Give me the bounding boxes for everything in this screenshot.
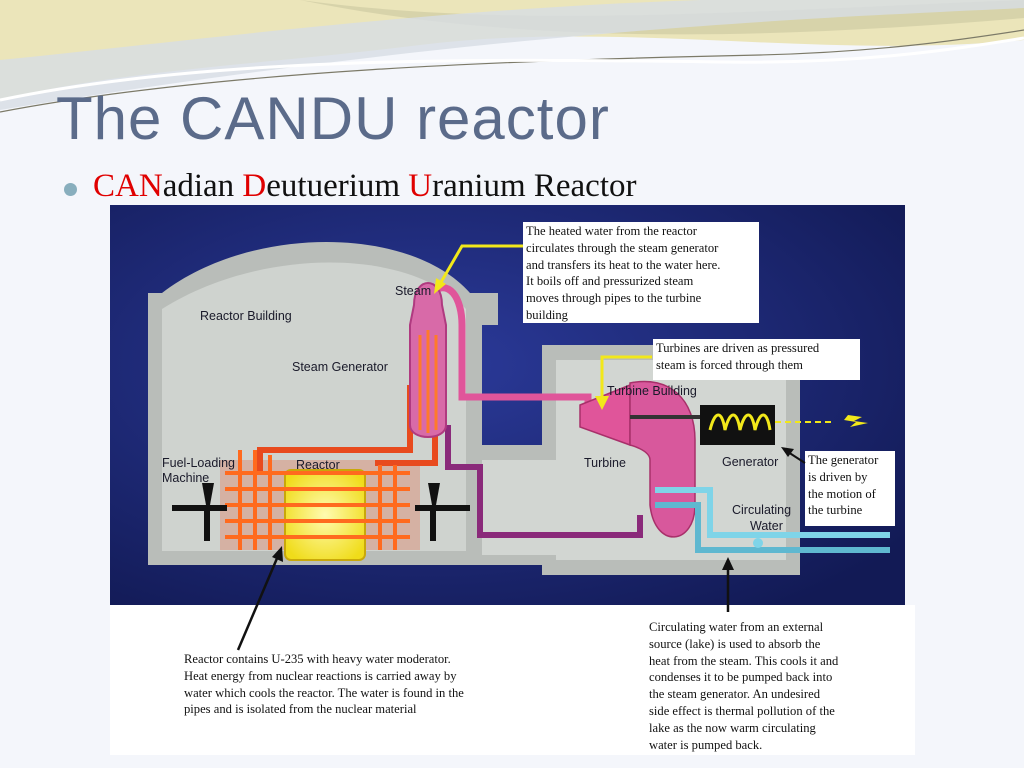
water-pump bbox=[753, 538, 763, 548]
steam-generator-tubes bbox=[418, 330, 438, 433]
candu-reactor-diagram: Reactor Building Steam Steam Generator T… bbox=[110, 205, 905, 605]
fuel-bundle bbox=[284, 469, 366, 561]
fuel-loading-machine-right bbox=[415, 483, 470, 541]
acronym-part: ranium Reactor bbox=[432, 168, 637, 204]
label-steam: Steam bbox=[395, 284, 431, 298]
acronym-part: CAN bbox=[93, 168, 163, 204]
label-machine: Machine bbox=[162, 471, 209, 485]
circulating-water-pipe bbox=[655, 487, 890, 538]
connector-interior bbox=[482, 460, 556, 555]
label-reactor: Reactor bbox=[296, 458, 340, 472]
reactor-note: Reactor contains U-235 with heavy water … bbox=[184, 652, 464, 717]
label-turbine-building: Turbine Building bbox=[607, 384, 697, 398]
label-circulating: Circulating bbox=[732, 503, 791, 517]
label-generator: Generator bbox=[722, 455, 778, 469]
label-turbine: Turbine bbox=[584, 456, 626, 470]
return-pipe bbox=[445, 425, 643, 538]
fuel-loading-machine-left bbox=[172, 483, 227, 541]
steam-generator-note: The heated water from the reactor circul… bbox=[523, 222, 759, 323]
acronym-part: adian bbox=[162, 168, 243, 204]
label-steam-generator: Steam Generator bbox=[292, 360, 388, 374]
acronym-part: eutuerium bbox=[266, 168, 409, 204]
label-water: Water bbox=[750, 519, 783, 533]
condenser bbox=[629, 380, 696, 538]
circulating-water-pipe-2 bbox=[655, 502, 890, 553]
header-swoosh-decoration bbox=[0, 0, 1024, 113]
bullet-dot-icon bbox=[64, 183, 77, 196]
circulating-water-note: Circulating water from an external sourc… bbox=[649, 620, 839, 752]
generator-coil bbox=[708, 413, 772, 431]
turbine-note: Turbines are driven as pressured steam i… bbox=[653, 339, 860, 380]
label-reactor-building: Reactor Building bbox=[200, 309, 292, 323]
acronym-part: U bbox=[408, 168, 433, 204]
acronym-part: D bbox=[242, 168, 267, 204]
reactor-core bbox=[220, 450, 420, 561]
slide-title: The CANDU reactor bbox=[56, 85, 610, 152]
label-fuel-loading: Fuel-Loading bbox=[162, 456, 235, 470]
lightning-icon bbox=[844, 415, 868, 427]
bullet-acronym-expansion: CANadian Deutuerium Uranium Reactor bbox=[93, 168, 636, 205]
generator-note: The generator is driven by the motion of… bbox=[805, 451, 895, 526]
